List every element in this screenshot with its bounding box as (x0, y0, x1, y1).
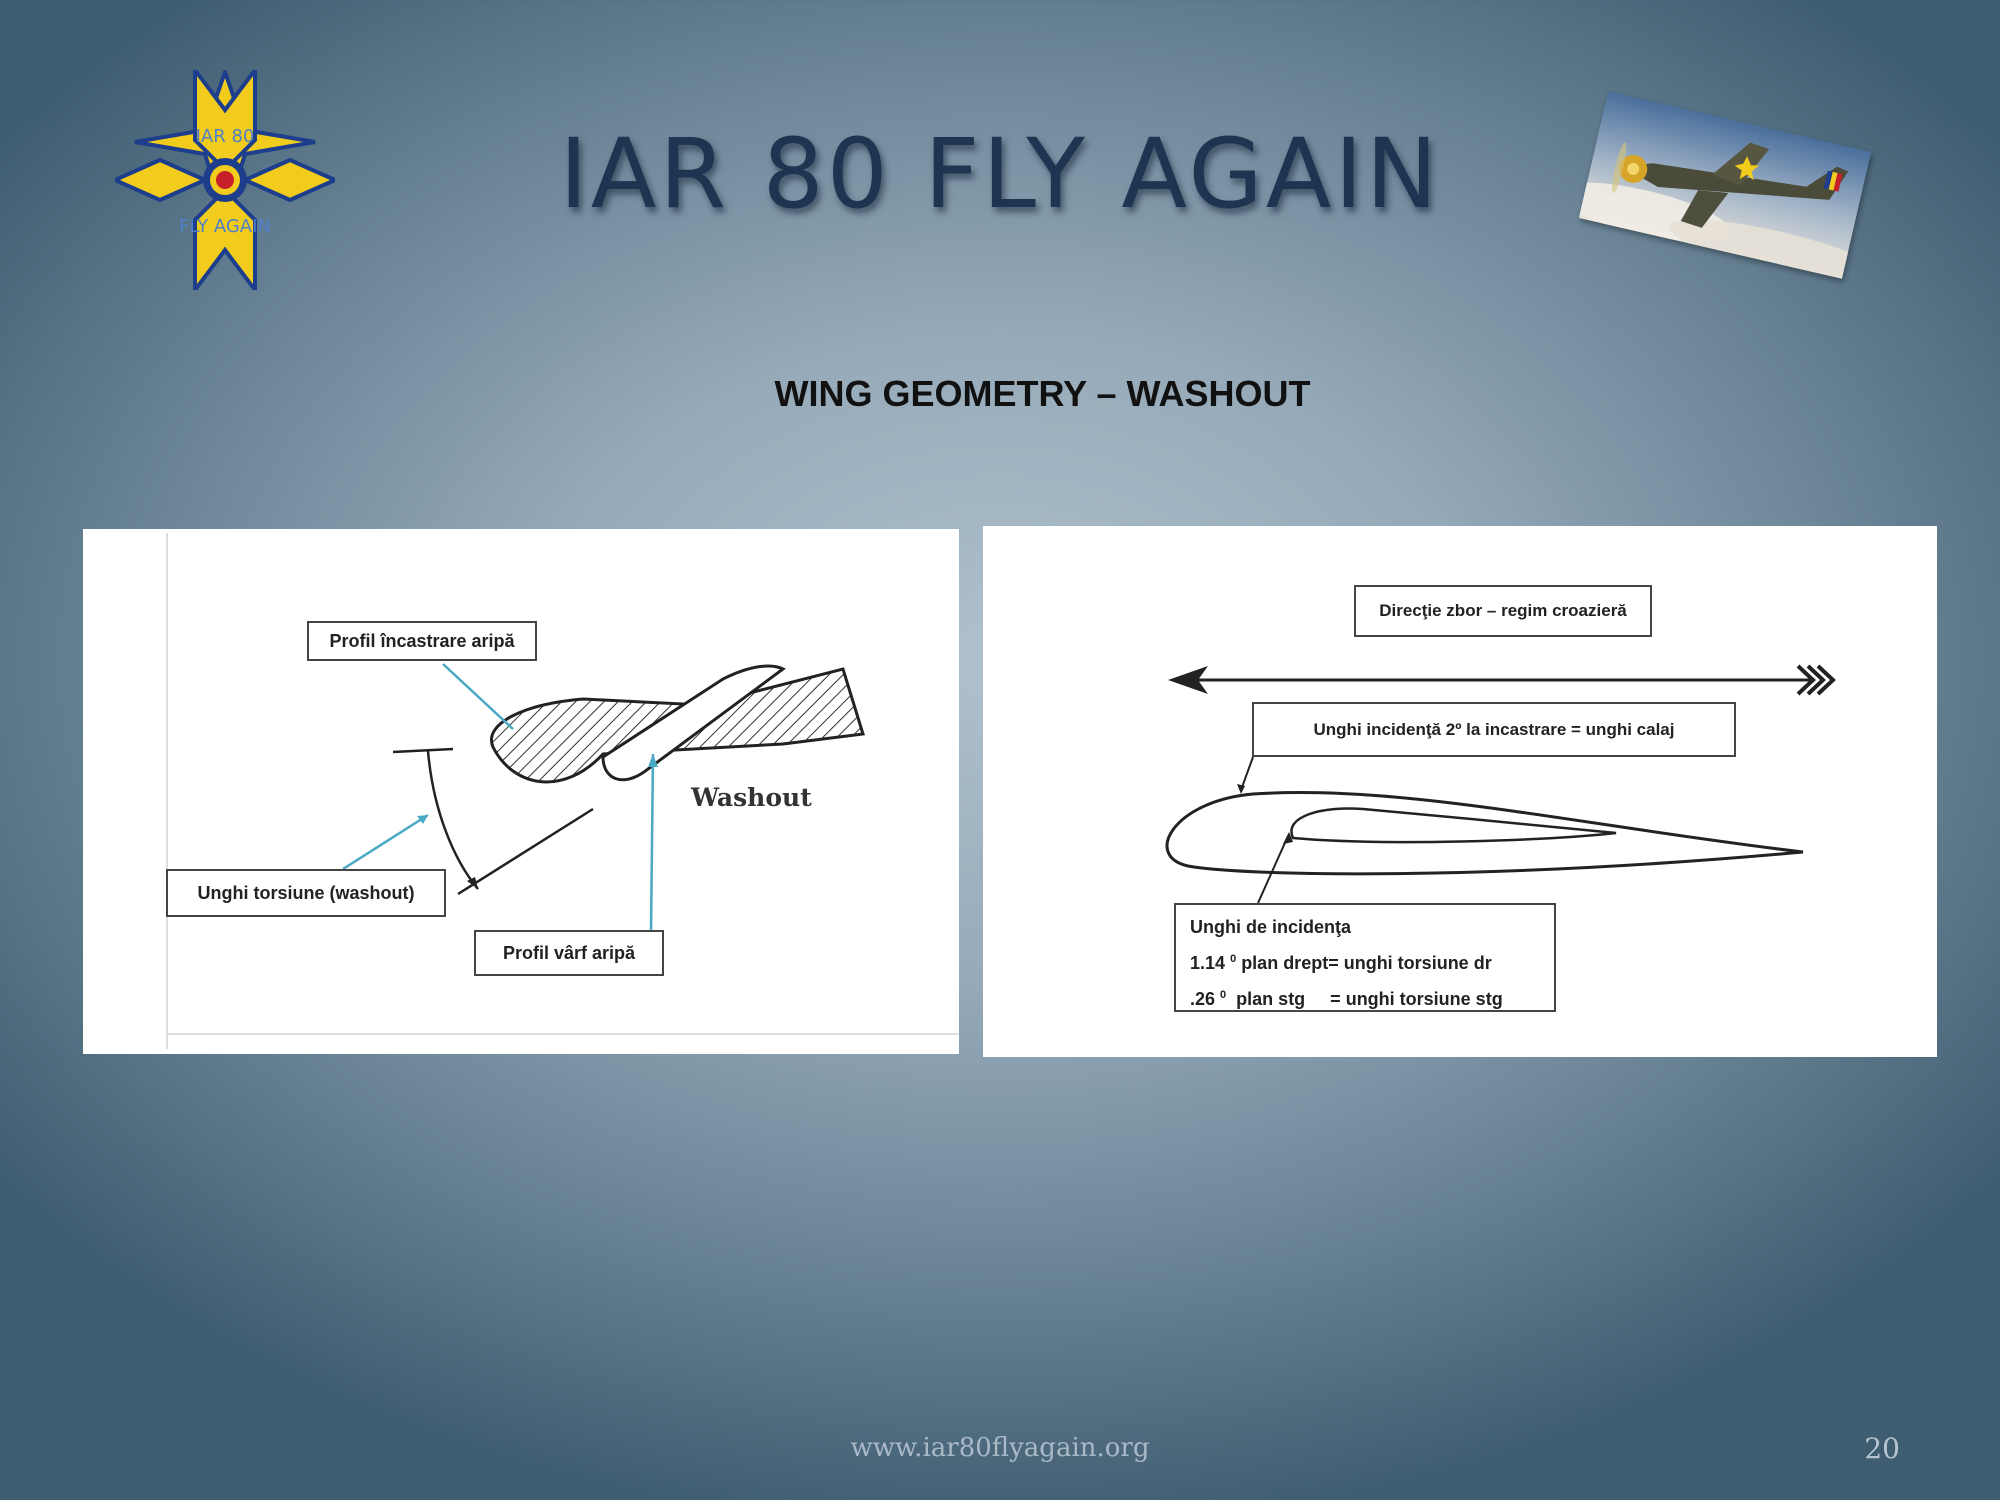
root-incidence-label: Unghi incidenţă 2º la incastrare = unghi… (1252, 702, 1736, 757)
slide-subtitle: WING GEOMETRY – WASHOUT (774, 373, 1311, 414)
airfoil-incidence-drawing (1165, 664, 1836, 904)
right-wing-angle-text: plan drept= unghi torsiune dr (1236, 953, 1492, 973)
tip-profile-label: Profil vârf aripă (474, 930, 664, 976)
incidence-right-wing-line: 1.14 0 plan drept= unghi torsiune dr (1190, 943, 1540, 979)
airplane-photo (1578, 91, 1872, 279)
flight-direction-label: Direcţie zbor – regim croazieră (1354, 585, 1652, 637)
footer-url: www.iar80flyagain.org (850, 1433, 1150, 1463)
washout-wing-drawing (166, 533, 959, 1049)
right-wing-angle-value: 1.14 (1190, 953, 1226, 973)
incidence-box-title: Unghi de incidenţa (1190, 917, 1352, 937)
iar80-logo: IAR 80 FLY AGAIN (115, 70, 335, 290)
washout-diagram-left: Profil încastrare aripă Unghi torsiune (… (83, 529, 959, 1054)
root-profile-label: Profil încastrare aripă (307, 621, 537, 661)
incidence-angles-box: Unghi de incidenţa 1.14 0 plan drept= un… (1174, 903, 1556, 1012)
page-number: 20 (1864, 1432, 1900, 1465)
logo-text-top: IAR 80 (196, 126, 255, 147)
degree-mark: 0 (1220, 989, 1227, 1001)
incidence-left-wing-line: .26 0 plan stg = unghi torsiune stg (1190, 979, 1540, 1015)
twist-angle-label: Unghi torsiune (washout) (166, 869, 446, 917)
incidence-diagram-right: Direcţie zbor – regim croazieră Unghi in… (983, 526, 1937, 1057)
page-title: IAR 80 FLY AGAIN (559, 118, 1441, 230)
washout-label: Washout (691, 783, 812, 812)
left-wing-angle-value: .26 (1190, 989, 1216, 1009)
logo-text-bottom: FLY AGAIN (179, 216, 271, 237)
degree-mark: 0 (1230, 953, 1237, 965)
left-wing-angle-text: plan stg = unghi torsiune stg (1226, 989, 1503, 1009)
